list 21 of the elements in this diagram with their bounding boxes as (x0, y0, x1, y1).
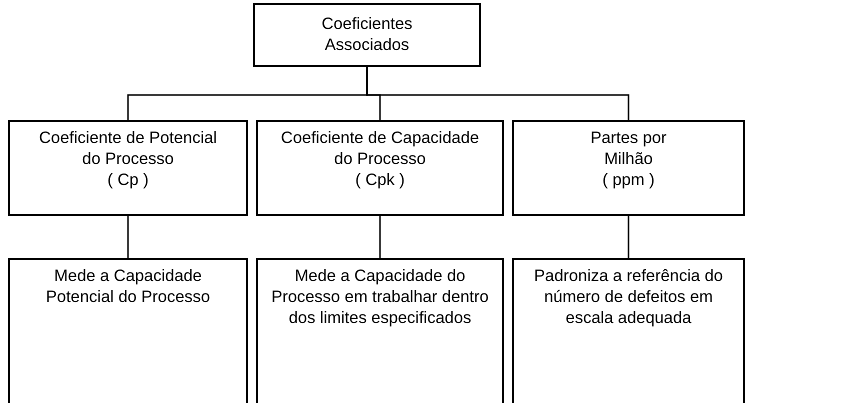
process-box (8, 120, 248, 216)
box-text: Partes por Milhão (589, 128, 668, 170)
process-box (512, 258, 745, 403)
box-text: Coeficiente de Potencial do Processo (38, 128, 218, 170)
connector-line (628, 216, 630, 258)
box-text: Padroniza a referência do número de defeitos em escala adequada (533, 266, 724, 329)
connector-line (366, 67, 630, 120)
process-box (8, 258, 248, 403)
process-box (253, 3, 481, 67)
box-text: Mede a Capacidade Potencial do Processo (44, 266, 212, 308)
box-text: ( ppm ) (602, 170, 655, 191)
connector-line (379, 216, 381, 258)
process-box (512, 120, 745, 216)
box-text: Coeficiente de Capacidade do Processo (280, 128, 480, 170)
box-text: ( Cp ) (107, 170, 149, 191)
box-text: Mede a Capacidade do Processo em trabalhar dentro dos limites especificados (270, 266, 490, 329)
box-text: ( Cpk ) (355, 170, 405, 191)
process-box (256, 120, 504, 216)
process-box (256, 258, 504, 403)
connector-line (127, 216, 129, 258)
box-text: Coeficientes Associados (320, 14, 414, 56)
